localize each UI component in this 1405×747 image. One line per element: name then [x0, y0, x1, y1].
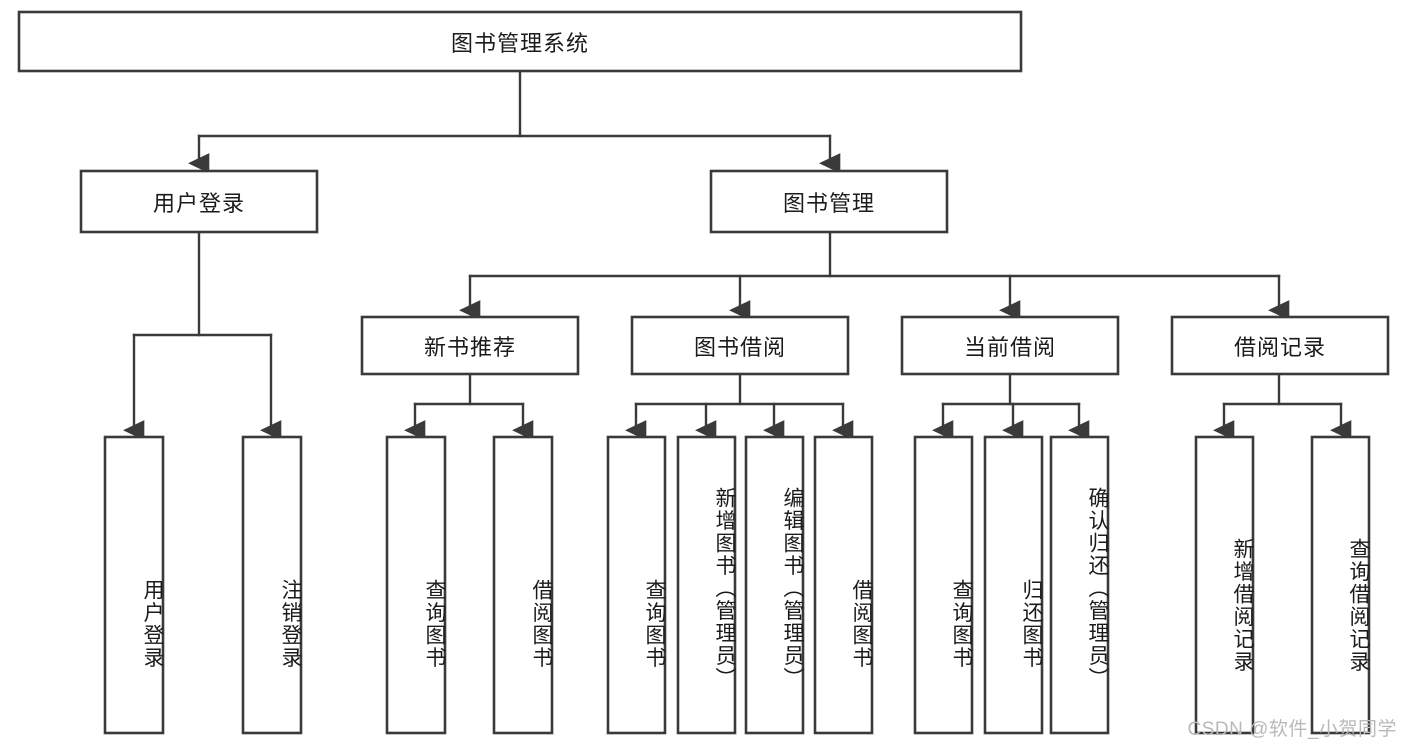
node-box-current-borrow[interactable]	[900, 315, 1120, 376]
node-box-leaf-return-book[interactable]	[983, 435, 1044, 735]
node-box-new-book-recommend[interactable]	[360, 315, 580, 376]
node-box-leaf-add-book[interactable]	[676, 435, 737, 735]
node-box-leaf-borrow-book-2[interactable]	[813, 435, 874, 735]
node-box-leaf-user-login[interactable]	[103, 435, 165, 735]
watermark-text: CSDN @软件_小贺同学	[1187, 719, 1397, 740]
node-box-borrow-record[interactable]	[1170, 315, 1390, 376]
node-box-leaf-query-book-1[interactable]	[385, 435, 447, 735]
node-box-leaf-edit-book[interactable]	[744, 435, 805, 735]
node-box-root[interactable]	[17, 10, 1023, 73]
node-box-leaf-add-record[interactable]	[1194, 435, 1255, 735]
node-box-leaf-query-record[interactable]	[1310, 435, 1371, 735]
node-box-leaf-query-book-2[interactable]	[606, 435, 667, 735]
node-box-book-borrow[interactable]	[630, 315, 850, 376]
node-box-leaf-query-book-3[interactable]	[913, 435, 974, 735]
node-box-book-manage[interactable]	[709, 169, 949, 234]
node-box-leaf-borrow-book-1[interactable]	[492, 435, 554, 735]
node-box-leaf-confirm-return[interactable]	[1049, 435, 1110, 735]
node-box-user-login[interactable]	[79, 169, 319, 234]
node-box-leaf-user-logout[interactable]	[241, 435, 303, 735]
